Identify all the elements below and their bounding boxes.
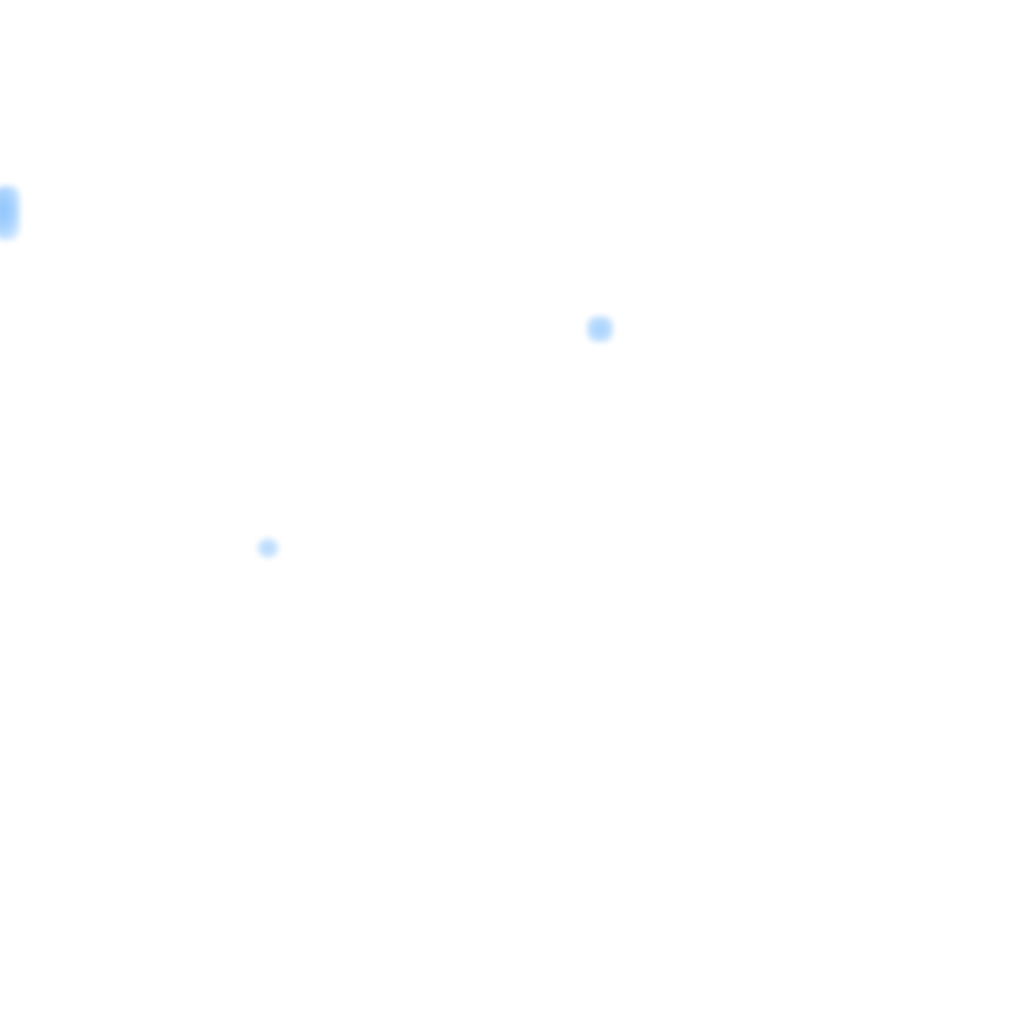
edge-blue-blob [0,186,20,240]
center-blue-blob [587,316,613,342]
lower-blue-blob [257,538,279,558]
